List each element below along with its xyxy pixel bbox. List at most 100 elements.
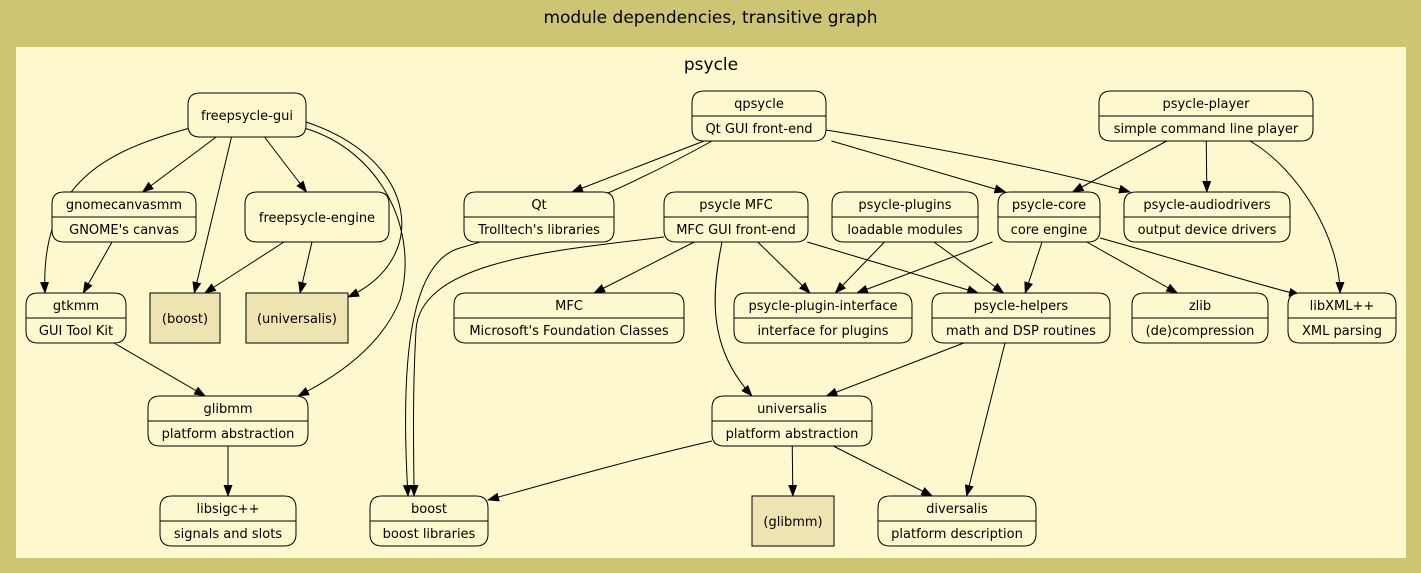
edge-freepsycle-gui-to-gtkmm [40, 127, 191, 294]
node-label: psycle-audiodrivers [1143, 198, 1270, 213]
node-box [149, 292, 221, 344]
edge-psycle-core-to-libxmlpp [1099, 237, 1301, 297]
node-glibmm-ref: (glibmm) [751, 495, 835, 547]
node-description: loadable modules [847, 223, 962, 238]
node-description: XML parsing [1302, 324, 1382, 339]
node-description: core engine [1011, 223, 1088, 238]
edge-psycle-plugins-to-psycle-helpers [933, 241, 1005, 294]
edges-layer [40, 121, 1345, 502]
node-label: diversalis [926, 502, 988, 517]
node-label: zlib [1189, 299, 1211, 314]
node-psycle-player: psycle-player simple command line player [1098, 90, 1314, 142]
node-box [244, 191, 390, 243]
node-label: universalis [757, 402, 827, 417]
edge-universalis-to-glibmm-ref [788, 445, 798, 497]
edge-psycle-helpers-to-diversalis [964, 342, 1006, 497]
node-psycle-audiodrivers: psycle-audiodrivers output device drivers [1123, 191, 1291, 243]
node-psycle-helpers: psycle-helpers math and DSP routines [931, 292, 1111, 344]
edge-freepsycle-gui-to-boost-ref [192, 136, 232, 294]
node-mfc: MFC Microsoft's Foundation Classes [453, 292, 685, 344]
edge-psycle-mfc-to-boost [409, 236, 665, 497]
node-label: psycle-plugins [858, 198, 951, 213]
node-description: Qt GUI front-end [705, 122, 812, 137]
node-label: qpsycle [734, 97, 784, 112]
edge-psycle-mfc-to-universalis [714, 241, 753, 397]
edge-freepsycle-gui-to-universalis-ref [305, 121, 403, 298]
node-label: psycle-helpers [974, 299, 1069, 314]
edge-psycle-plugins-to-psycle-plugin-interface [834, 241, 885, 294]
node-diversalis: diversalis platform description [877, 495, 1037, 547]
edge-gnomecanvasmm-to-gtkmm [82, 241, 113, 294]
edge-psycle-player-to-psycle-core [1071, 140, 1167, 193]
node-description: interface for plugins [757, 324, 888, 339]
node-label: gtkmm [53, 299, 99, 314]
edge-psycle-mfc-to-psycle-helpers [807, 241, 980, 295]
edge-psycle-mfc-to-psycle-plugin-interface [757, 241, 811, 294]
node-psycle-plugins: psycle-plugins loadable modules [831, 191, 979, 243]
edge-freepsycle-gui-to-glibmm [297, 127, 406, 397]
node-label: libsigc++ [196, 502, 259, 517]
node-description: platform description [891, 527, 1023, 542]
node-label: (glibmm) [763, 515, 822, 530]
edge-psycle-core-to-psycle-plugin-interface [855, 241, 993, 294]
node-universalis-ref: (universalis) [245, 292, 349, 344]
edge-qpsycle-to-psycle-audiodrivers [825, 129, 1131, 194]
node-description: (de)compression [1146, 324, 1255, 339]
node-label: psycle-player [1162, 97, 1250, 112]
edge-psycle-player-to-psycle-audiodrivers [1202, 140, 1212, 193]
node-description: Trolltech's libraries [477, 223, 600, 238]
node-description: boost libraries [383, 527, 476, 542]
node-box [187, 92, 307, 138]
edge-psycle-helpers-to-universalis [825, 342, 964, 397]
node-box [245, 292, 349, 344]
edge-freepsycle-engine-to-boost-ref [203, 241, 285, 294]
edge-psycle-mfc-to-mfc [593, 241, 695, 294]
node-description: GNOME's canvas [69, 223, 179, 238]
node-description: output device drivers [1138, 223, 1277, 238]
edge-qpsycle-to-psycle-core [831, 140, 1007, 194]
edge-universalis-to-diversalis [833, 445, 934, 497]
edge-universalis-to-boost [487, 440, 713, 502]
node-freepsycle-engine: freepsycle-engine [244, 191, 390, 243]
node-libxmlpp: libXML++ XML parsing [1287, 292, 1397, 344]
node-description: math and DSP routines [946, 324, 1096, 339]
node-description: Microsoft's Foundation Classes [469, 324, 669, 339]
edge-psycle-player-to-libxmlpp [1249, 140, 1345, 294]
node-label: gnomecanvasmm [66, 198, 182, 213]
edge-gtkmm-to-glibmm [113, 342, 207, 397]
node-zlib: zlib (de)compression [1131, 292, 1269, 344]
node-libsigcpp: libsigc++signals and slots [159, 495, 297, 547]
node-label: freepsycle-engine [259, 211, 375, 226]
node-glibmm: glibmm platform abstraction [147, 395, 309, 447]
node-qpsycle: qpsycle Qt GUI front-end [691, 90, 827, 142]
node-description: GUI Tool Kit [39, 324, 113, 339]
cluster-title: psycle [683, 55, 739, 75]
edge-freepsycle-gui-to-gnomecanvasmm [141, 136, 217, 193]
node-label: MFC [555, 299, 583, 314]
node-label: (universalis) [257, 312, 337, 327]
edge-freepsycle-engine-to-universalis-ref [298, 241, 313, 294]
node-label: glibmm [203, 402, 252, 417]
node-box [751, 495, 835, 547]
node-label: libXML++ [1310, 299, 1375, 314]
edge-qpsycle-to-qt [571, 140, 705, 193]
node-label: psycle-plugin-interface [748, 299, 897, 314]
graph-title: module dependencies, transitive graph [543, 8, 878, 28]
node-description: MFC GUI front-end [676, 223, 796, 238]
edge-psycle-core-to-zlib [1086, 241, 1179, 294]
node-label: Qt [531, 198, 546, 213]
node-boost-ref: (boost) [149, 292, 221, 344]
node-description: platform abstraction [162, 427, 295, 442]
node-psycle-plugin-interface: psycle-plugin-interface interface for plu… [733, 292, 913, 344]
node-description: simple command line player [1114, 122, 1299, 137]
edge-psycle-core-to-psycle-helpers [1024, 241, 1043, 294]
node-label: freepsycle-gui [201, 109, 293, 124]
